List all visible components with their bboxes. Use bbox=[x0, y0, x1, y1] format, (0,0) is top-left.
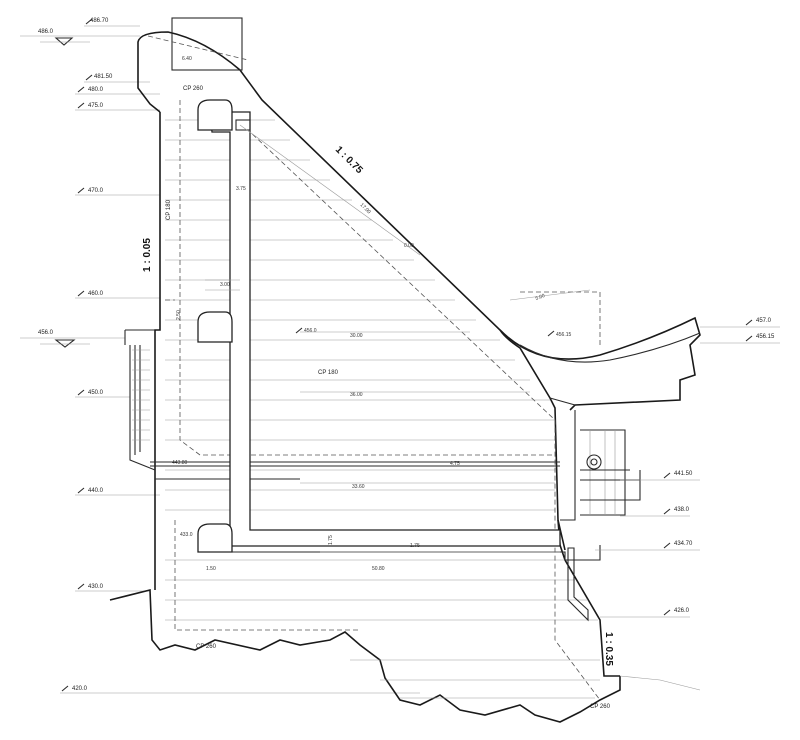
dimension-lines bbox=[239, 124, 591, 553]
elevation-label: 438.0 bbox=[674, 507, 690, 513]
elevation-label: 450.0 bbox=[88, 390, 104, 396]
elevation-label: 456.15 bbox=[756, 334, 775, 340]
concrete-class-label: CP 180 bbox=[318, 370, 339, 376]
dimension-label: 1.50 bbox=[206, 566, 216, 572]
gallery-low-level-label: 433.0 bbox=[180, 532, 193, 538]
dimension-label: 5.00 bbox=[535, 293, 546, 302]
water-level-label: 456.0 bbox=[304, 328, 317, 334]
foundation-slope-label: 1 : 0.35 bbox=[603, 632, 614, 666]
elevation-label: 480.0 bbox=[88, 87, 104, 93]
spillway-level-label: 456.15 bbox=[556, 332, 572, 338]
concrete-class-label: CP 260 bbox=[183, 86, 204, 92]
concrete-class-label: CP 180 bbox=[166, 199, 172, 220]
dam-body bbox=[109, 17, 701, 723]
dimension-label: 0.00 bbox=[404, 243, 414, 249]
top-elevation-markers: 486.70 481.50 bbox=[84, 18, 150, 83]
elevation-label: 434.70 bbox=[674, 541, 693, 547]
lift-joints bbox=[150, 119, 600, 699]
concrete-class-label: CP 260 bbox=[590, 704, 611, 710]
dimension-label: 4.75 bbox=[450, 461, 460, 467]
concrete-class-label: CP 260 bbox=[196, 644, 217, 650]
elevation-label: 426.0 bbox=[674, 608, 690, 614]
dimension-label: 36.00 bbox=[350, 392, 363, 398]
elevation-label: 470.0 bbox=[88, 188, 104, 194]
elevation-label: 420.0 bbox=[72, 686, 88, 692]
right-elevation-markers: 457.0 456.15 441.50 438.0 434.70 426.0 bbox=[595, 318, 780, 618]
downstream-slope-label: 1 : 0.75 bbox=[333, 144, 365, 176]
dimension-label: 2.50 bbox=[176, 310, 182, 320]
dimension-label: 1.75 bbox=[328, 535, 334, 545]
dimension-label: 33.60 bbox=[352, 484, 365, 490]
crest-elevation-label: 486.70 bbox=[90, 18, 109, 24]
elevation-label: 457.0 bbox=[756, 318, 772, 324]
elevation-label: 486.0 bbox=[38, 29, 54, 35]
left-elevation-markers: 486.0 480.0 475.0 470.0 460.0 456.0 450.… bbox=[20, 29, 420, 694]
elevation-label: 440.0 bbox=[88, 488, 104, 494]
elevation-label: 481.50 bbox=[94, 74, 113, 80]
elevation-label: 441.50 bbox=[674, 471, 693, 477]
elevation-label: 456.0 bbox=[38, 330, 54, 336]
dimension-label: 3.00 bbox=[220, 282, 230, 288]
gallery-level-label: 443.80 bbox=[172, 460, 188, 466]
dimension-label: 30.00 bbox=[350, 333, 363, 339]
elevation-label: 475.0 bbox=[88, 103, 104, 109]
upstream-slope-label: 1 : 0.05 bbox=[142, 238, 153, 272]
dimension-label: 3.75 bbox=[236, 186, 246, 192]
dimension-label: 6.40 bbox=[182, 56, 192, 62]
dimension-label: 50.80 bbox=[372, 566, 385, 572]
elevation-label: 430.0 bbox=[88, 584, 104, 590]
elevation-label: 460.0 bbox=[88, 291, 104, 297]
zone-boundaries bbox=[147, 35, 601, 701]
dimension-label: 1.75 bbox=[410, 543, 420, 549]
inspection-gallery bbox=[197, 99, 602, 622]
